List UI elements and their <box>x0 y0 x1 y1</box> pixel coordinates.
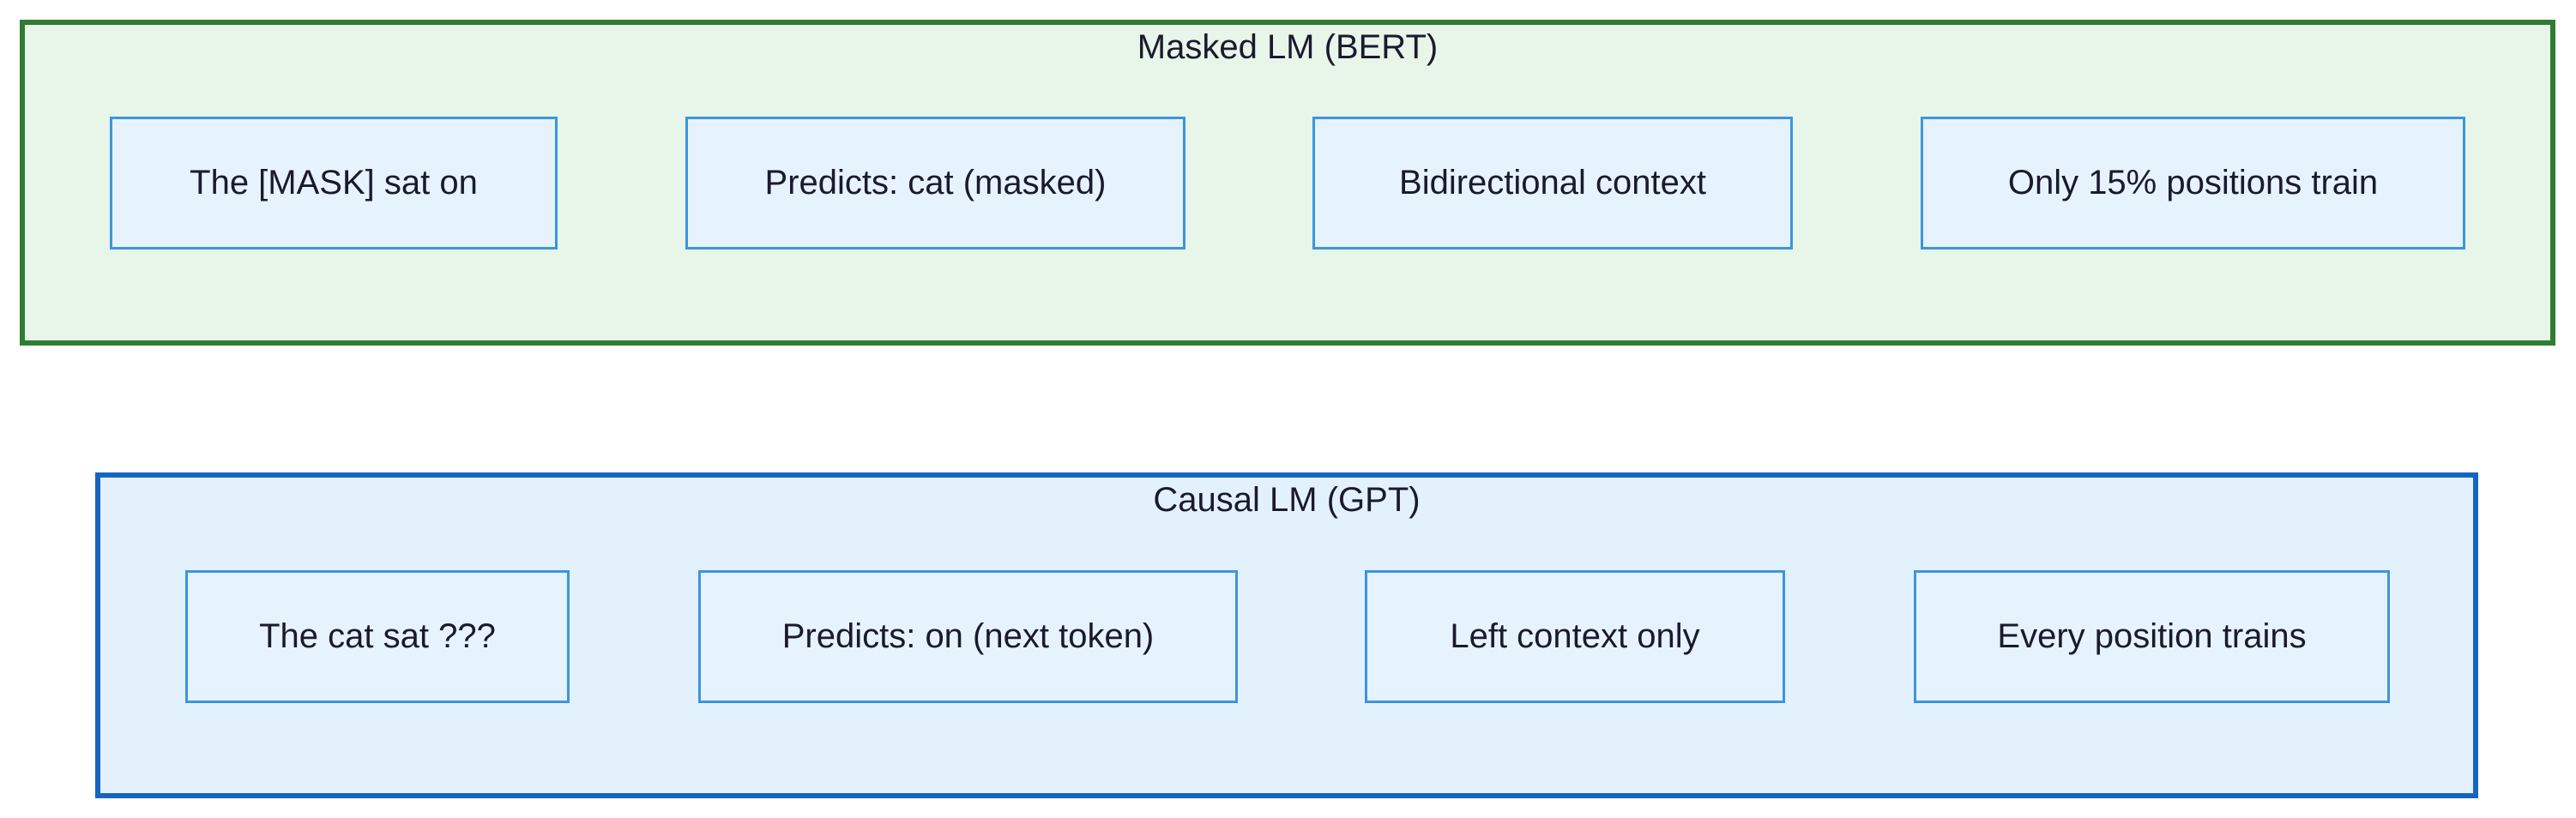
node-causal-training-positions: Every position trains <box>1914 570 2390 703</box>
node-bidirectional-context: Bidirectional context <box>1312 117 1793 250</box>
node-left-context: Left context only <box>1365 570 1785 703</box>
node-masked-prediction: Predicts: cat (masked) <box>685 117 1185 250</box>
group-title: Causal LM (GPT) <box>1153 481 1421 519</box>
group-title: Masked LM (BERT) <box>1137 28 1439 66</box>
masked-lm-group: Masked LM (BERT) The [MASK] sat on Predi… <box>20 20 2555 346</box>
node-masked-training-positions: Only 15% positions train <box>1921 117 2465 250</box>
node-causal-input: The cat sat ??? <box>185 570 570 703</box>
causal-lm-group: Causal LM (GPT) The cat sat ??? Predicts… <box>95 472 2478 798</box>
node-causal-prediction: Predicts: on (next token) <box>698 570 1238 703</box>
node-masked-input: The [MASK] sat on <box>110 117 558 250</box>
